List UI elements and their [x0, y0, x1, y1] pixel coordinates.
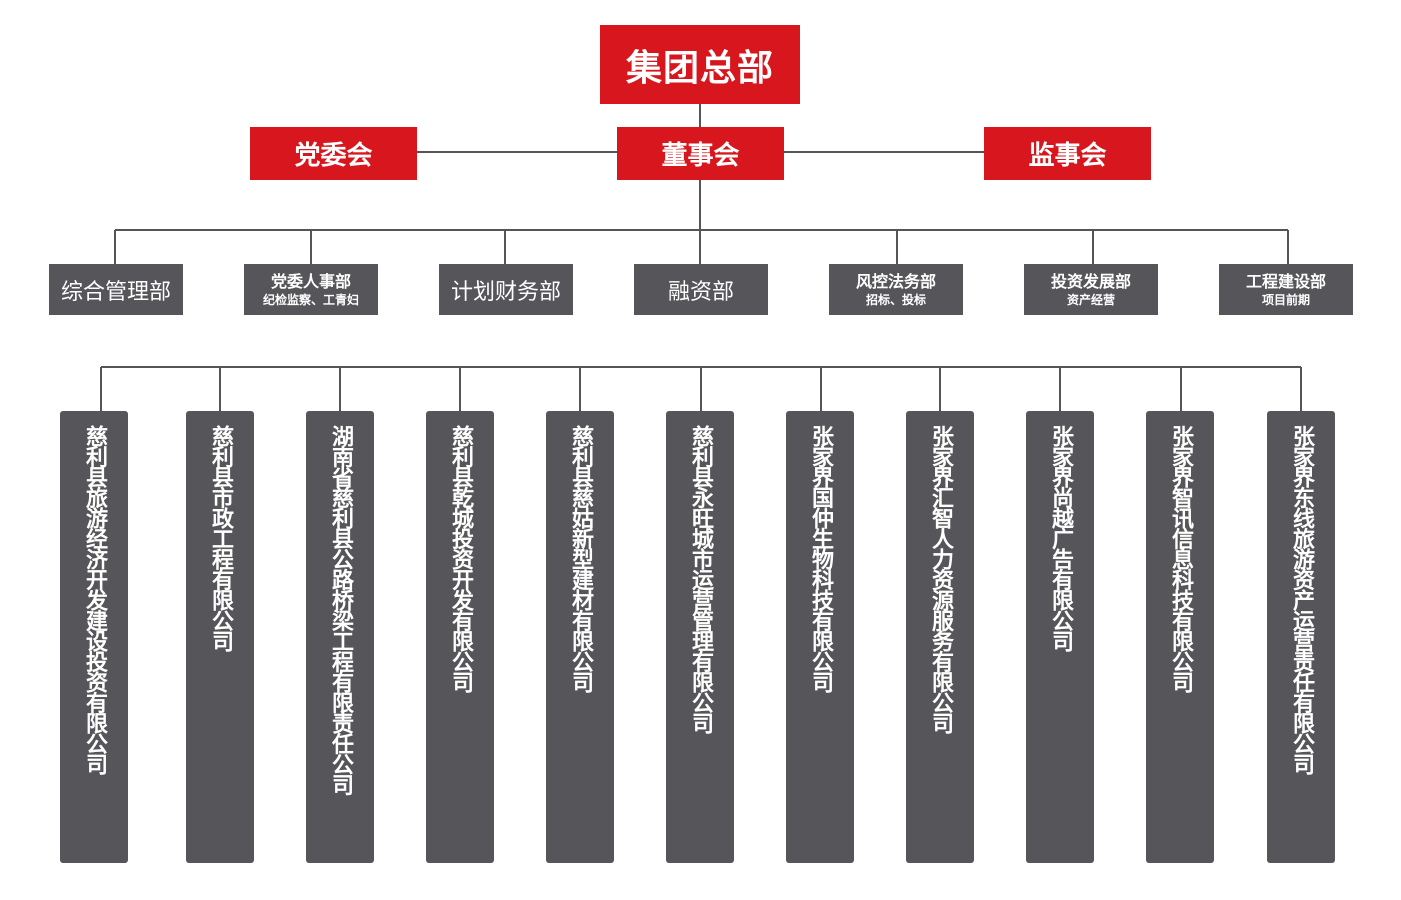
supervisory-board-label: 监事会 [1028, 141, 1107, 171]
department-sublabel: 项目前期 [1261, 292, 1310, 307]
company-label: 慈利县慈姑新型建材有限公司 [568, 425, 593, 692]
department-node: 风控法务部 招标、投标 [829, 264, 963, 315]
department-sublabel: 纪检监察、工青妇 [262, 292, 359, 307]
company-label: 张家界智讯信息科技有限公司 [1168, 425, 1193, 692]
company-node: 慈利县市政工程有限公司 [186, 411, 254, 863]
company-node: 张家界智讯信息科技有限公司 [1146, 411, 1214, 863]
department-sublabel: 资产经营 [1066, 292, 1115, 307]
company-label: 湖南省慈利县公路桥梁工程有限责任公司 [328, 425, 353, 794]
department-label: 综合管理部 [60, 279, 171, 305]
root-label: 集团总部 [625, 47, 774, 89]
company-label: 慈利县乾城投资开发有限公司 [448, 425, 473, 692]
company-node: 慈利县永旺城市运营管理有限公司 [666, 411, 734, 863]
company-label: 慈利县市政工程有限公司 [208, 425, 233, 651]
company-node: 张家界尚越广告有限公司 [1026, 411, 1094, 863]
company-node: 湖南省慈利县公路桥梁工程有限责任公司 [306, 411, 374, 863]
company-label: 张家界国仲生物科技有限公司 [808, 425, 833, 692]
department-label: 融资部 [667, 279, 734, 305]
company-node: 慈利县旅游经济开发建设投资有限公司 [60, 411, 128, 863]
company-label: 慈利县旅游经济开发建设投资有限公司 [82, 425, 107, 774]
department-node: 党委人事部 纪检监察、工青妇 [244, 264, 378, 315]
department-node: 投资发展部 资产经营 [1024, 264, 1158, 315]
company-label: 张家界尚越广告有限公司 [1048, 425, 1073, 651]
supervisory-board-node: 监事会 [984, 127, 1151, 180]
company-node: 张家界国仲生物科技有限公司 [786, 411, 854, 863]
company-node: 张家界东线旅游资产运营责任有限公司 [1267, 411, 1335, 863]
department-label: 计划财务部 [450, 279, 561, 305]
department-label: 工程建设部 [1245, 271, 1326, 291]
department-node: 综合管理部 [49, 264, 183, 315]
company-node: 慈利县乾城投资开发有限公司 [426, 411, 494, 863]
company-node: 张家界汇智人力资源服务有限公司 [906, 411, 974, 863]
company-label: 张家界汇智人力资源服务有限公司 [928, 425, 953, 733]
board-of-directors-node: 董事会 [617, 127, 784, 180]
department-label: 党委人事部 [270, 271, 351, 291]
party-committee-node: 党委会 [250, 127, 417, 180]
department-sublabel: 招标、投标 [865, 292, 926, 307]
department-node: 工程建设部 项目前期 [1219, 264, 1353, 315]
company-label: 张家界东线旅游资产运营责任有限公司 [1289, 425, 1314, 774]
company-node: 慈利县慈姑新型建材有限公司 [546, 411, 614, 863]
root-node: 集团总部 [600, 25, 800, 104]
party-committee-label: 党委会 [294, 141, 373, 171]
department-node: 融资部 [634, 264, 768, 315]
board-of-directors-label: 董事会 [661, 141, 740, 171]
department-node: 计划财务部 [439, 264, 573, 315]
department-label: 风控法务部 [855, 271, 936, 291]
company-label: 慈利县永旺城市运营管理有限公司 [688, 425, 713, 733]
department-label: 投资发展部 [1050, 271, 1131, 291]
